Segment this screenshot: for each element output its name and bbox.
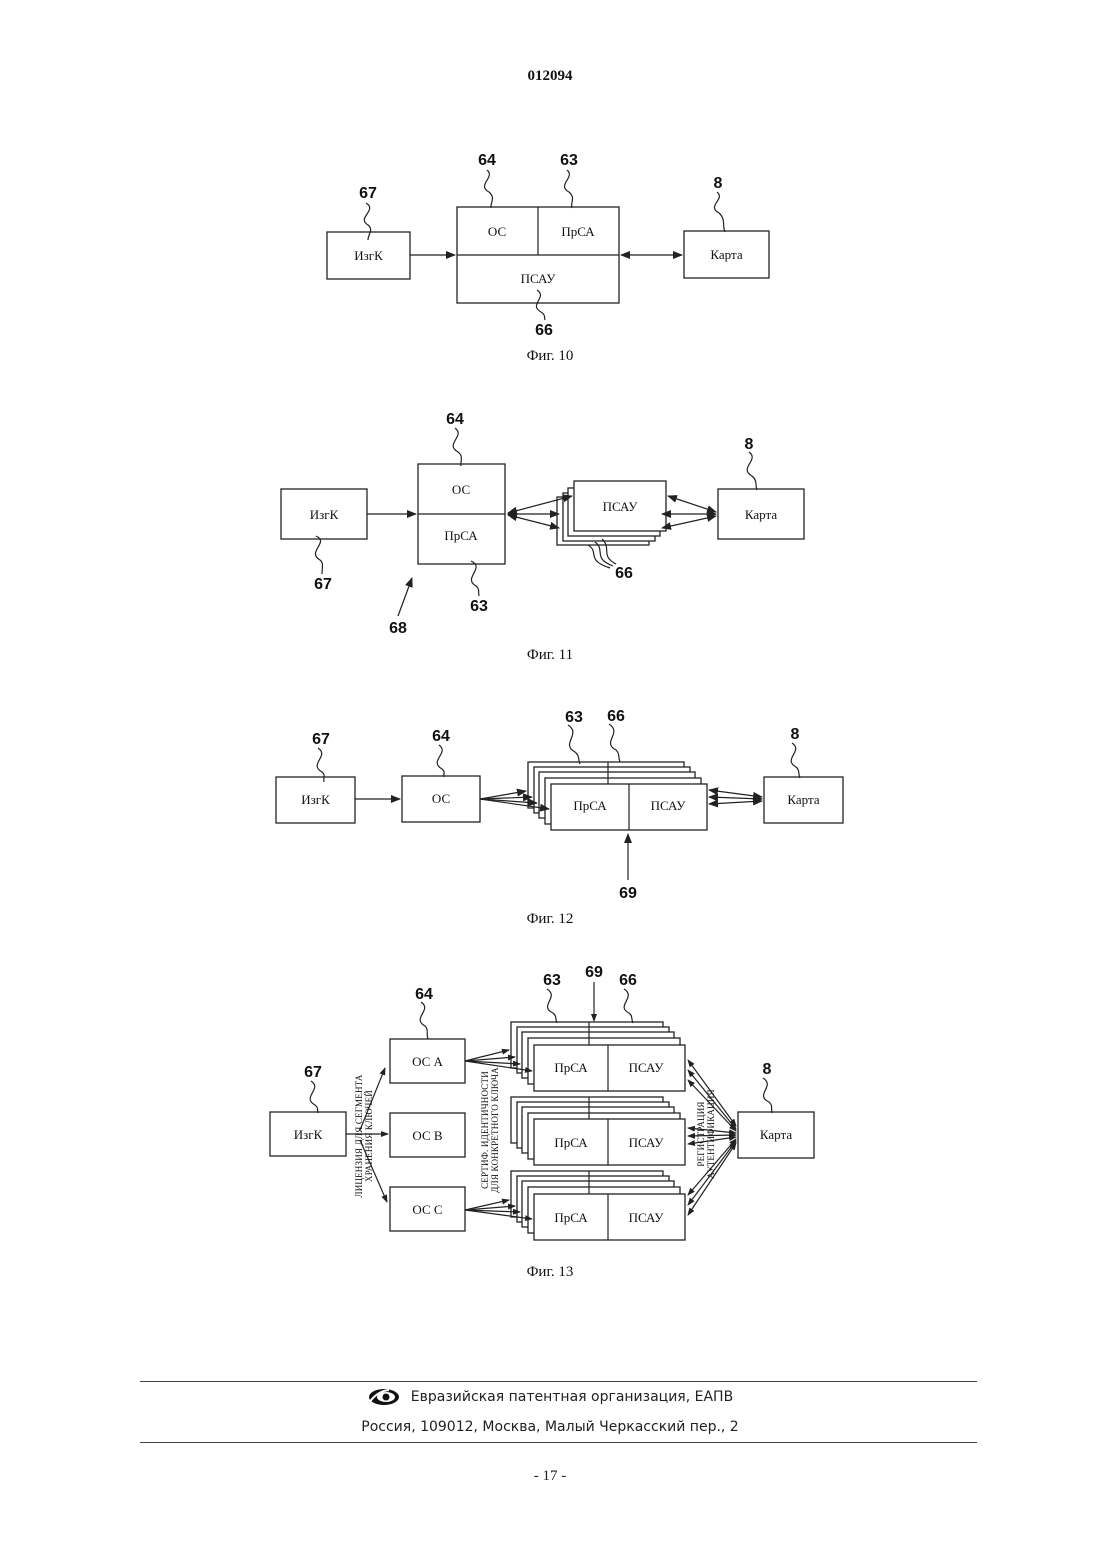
cert-text-line2: ДЛЯ КОНКРЕТНОГО КЛЮЧА — [490, 1067, 500, 1193]
ref-67: 67 — [304, 1064, 322, 1081]
ref-8: 8 — [791, 726, 800, 743]
ref-8: 8 — [763, 1061, 772, 1078]
cert-text-line1: СЕРТИФ. ИДЕНТИЧНОСТИ — [480, 1071, 490, 1189]
karta-label: Карта — [760, 1127, 792, 1142]
figure-11: ИзгК ОС ПрСА ПСАУ Карта 64 8 67 63 68 66 — [0, 400, 1100, 670]
izgk-label: ИзгК — [294, 1127, 323, 1142]
ref-63: 63 — [560, 152, 578, 169]
psau-label: ПСАУ — [651, 798, 687, 813]
ref-67: 67 — [312, 731, 330, 748]
footer-top-rule — [140, 1381, 977, 1382]
arrow-psau-karta-3 — [662, 516, 716, 528]
ref-64: 64 — [415, 986, 433, 1003]
figure-12: ИзгК ОС ПрСА ПСАУ Карта 67 64 63 66 8 69 — [0, 700, 1100, 932]
prsa-a-label: ПрСА — [554, 1060, 588, 1075]
footer-bottom-rule — [140, 1442, 977, 1443]
arrow-os-psau-3 — [508, 515, 559, 528]
ref-66: 66 — [619, 972, 637, 989]
caption-fig10: Фиг. 10 — [527, 348, 574, 364]
ref-69: 69 — [585, 964, 603, 981]
reg-text-line2: АУТЕНТИФИКАЦИЯ — [706, 1089, 716, 1179]
ref-66: 66 — [607, 708, 625, 725]
ref-66: 66 — [535, 322, 553, 339]
ref-66: 66 — [615, 565, 633, 582]
os-label: ОС — [488, 224, 506, 239]
page-number: - 17 - — [0, 1468, 1100, 1485]
ref-69: 69 — [619, 885, 637, 902]
psau-c-label: ПСАУ — [629, 1210, 665, 1225]
ref-68-pointer — [398, 578, 412, 616]
footer-org-text: Евразийская патентная организация, ЕАПВ — [411, 1389, 733, 1405]
izgk-label: ИзгК — [301, 792, 330, 807]
ref-64: 64 — [432, 728, 450, 745]
footer-org-line: Евразийская патентная организация, ЕАПВ — [0, 1387, 1100, 1411]
os-label: ОС — [452, 482, 470, 497]
karta-label: Карта — [787, 792, 819, 807]
figure-13: ИзгК ОС А ОС В ОС С ЛИЦЕНЗИЯ ДЛЯ СЕГМЕНТ… — [0, 955, 1100, 1285]
document-number: 012094 — [0, 68, 1100, 85]
karta-label: Карта — [745, 507, 777, 522]
ref-64: 64 — [478, 152, 496, 169]
ref-63: 63 — [543, 972, 561, 989]
figure-10: ИзгК ОС ПрСА ПСАУ Карта 67 64 63 8 66 Фи… — [0, 140, 1100, 380]
arrow-stack-karta-1 — [709, 790, 762, 797]
ref-63: 63 — [470, 598, 488, 615]
ref-68: 68 — [389, 620, 407, 637]
psau-b-label: ПСАУ — [629, 1135, 665, 1150]
arrow-stack-karta-3 — [709, 801, 762, 804]
os-b-label: ОС В — [412, 1128, 442, 1143]
reg-text-line1: РЕГИСТРАЦИЯ — [696, 1101, 706, 1166]
karta-label: Карта — [710, 247, 742, 262]
prsa-c-label: ПрСА — [554, 1210, 588, 1225]
os-label: ОС — [432, 791, 450, 806]
ref-67: 67 — [359, 185, 377, 202]
ref-8: 8 — [745, 436, 754, 453]
ref-63: 63 — [565, 709, 583, 726]
izgk-label: ИзгК — [310, 507, 339, 522]
arrow-stack-karta-2 — [709, 797, 762, 799]
psau-a-label: ПСАУ — [629, 1060, 665, 1075]
prsa-label: ПрСА — [444, 528, 478, 543]
prsa-label: ПрСА — [561, 224, 595, 239]
os-a-label: ОС А — [412, 1054, 443, 1069]
caption-fig11: Фиг. 11 — [527, 647, 573, 663]
footer-address: Россия, 109012, Москва, Малый Черкасский… — [0, 1419, 1100, 1435]
caption-fig13: Фиг. 13 — [527, 1264, 574, 1280]
license-text-line2: ХРАНЕНИЯ КЛЮЧЕЙ — [364, 1090, 374, 1182]
eapo-logo-icon — [367, 1387, 401, 1407]
psau-label: ПСАУ — [521, 271, 557, 286]
os-c-label: ОС С — [412, 1202, 442, 1217]
ref-67: 67 — [314, 576, 332, 593]
caption-fig12: Фиг. 12 — [527, 911, 574, 927]
ref-8: 8 — [714, 175, 723, 192]
prsa-label: ПрСА — [573, 798, 607, 813]
arrow-psau-karta-1 — [668, 496, 716, 512]
prsa-b-label: ПрСА — [554, 1135, 588, 1150]
psau-label: ПСАУ — [603, 499, 639, 514]
izgk-label: ИзгК — [354, 248, 383, 263]
ref-64: 64 — [446, 411, 464, 428]
license-text-line1: ЛИЦЕНЗИЯ ДЛЯ СЕГМЕНТА — [354, 1074, 364, 1197]
